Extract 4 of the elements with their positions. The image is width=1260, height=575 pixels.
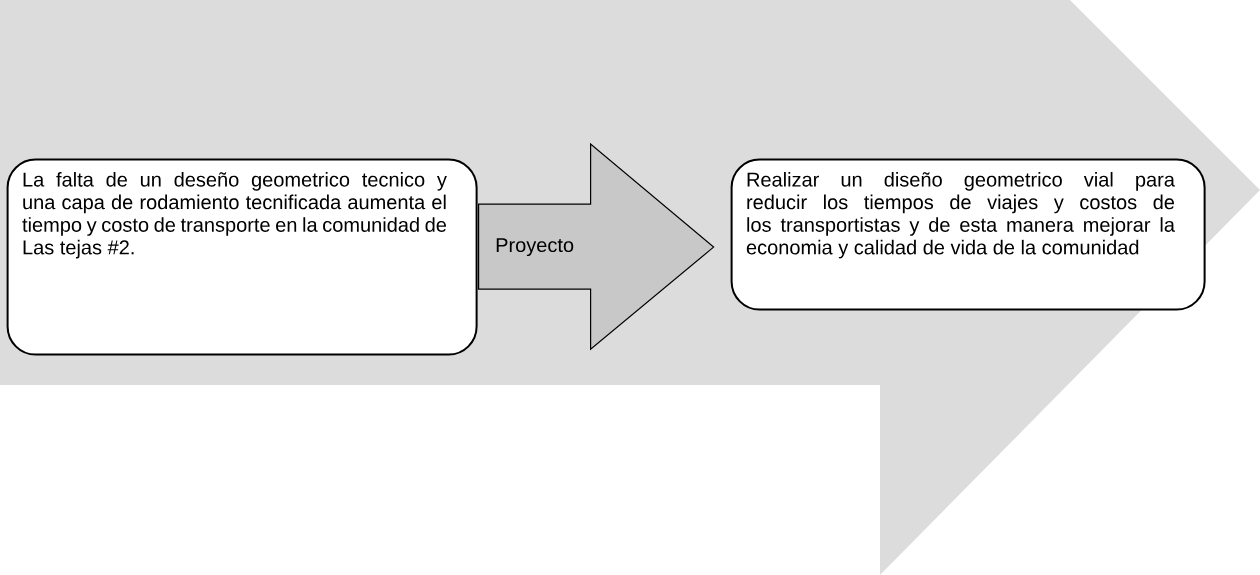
text-box: La falta de un deseño geometrico tecnico y una capa de rodamiento tecnificada aumenta el tiempo y costo de transporte en la comunidad de Las tejas #2. xyxy=(6,158,478,356)
text-box: Realizar un diseño geometrico vial para reducir los tiempos de viajes y costos de los transportistas y de esta manera mejorar la economia y calidad de vida de la comunidad xyxy=(730,158,1206,311)
edge-label: Proyecto xyxy=(493,236,577,259)
block-arrow xyxy=(478,142,715,351)
